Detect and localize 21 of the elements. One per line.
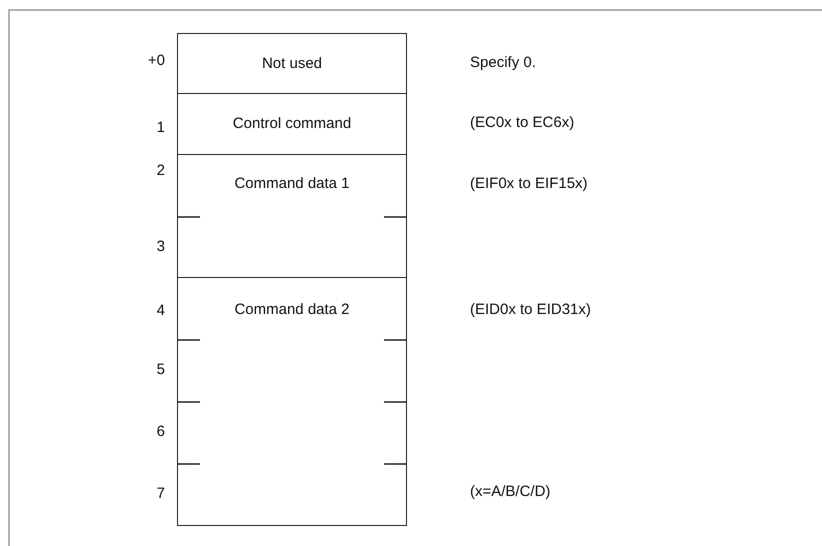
address-number: 1 — [156, 119, 165, 136]
row-label: Command data 1 — [233, 175, 351, 192]
row-label: Not used — [260, 55, 324, 72]
register-note: (EIF0x to EIF15x) — [470, 175, 588, 192]
memory-row — [177, 93, 407, 156]
register-note: Specify 0. — [470, 54, 536, 71]
row-label: Command data 2 — [233, 301, 351, 318]
memory-row — [177, 277, 407, 526]
address-number: +0 — [148, 52, 165, 69]
address-number: 4 — [156, 302, 165, 319]
register-note: (x=A/B/C/D) — [470, 483, 550, 500]
register-note: (EID0x to EID31x) — [470, 301, 591, 318]
address-number: 6 — [156, 423, 165, 440]
register-note: (EC0x to EC6x) — [470, 114, 574, 131]
memory-row — [177, 154, 407, 279]
address-number: 7 — [156, 485, 165, 502]
address-number: 5 — [156, 361, 165, 378]
row-label: Control command — [232, 115, 352, 132]
address-number: 2 — [156, 162, 165, 179]
address-number: 3 — [156, 238, 165, 255]
memory-row — [177, 33, 407, 95]
